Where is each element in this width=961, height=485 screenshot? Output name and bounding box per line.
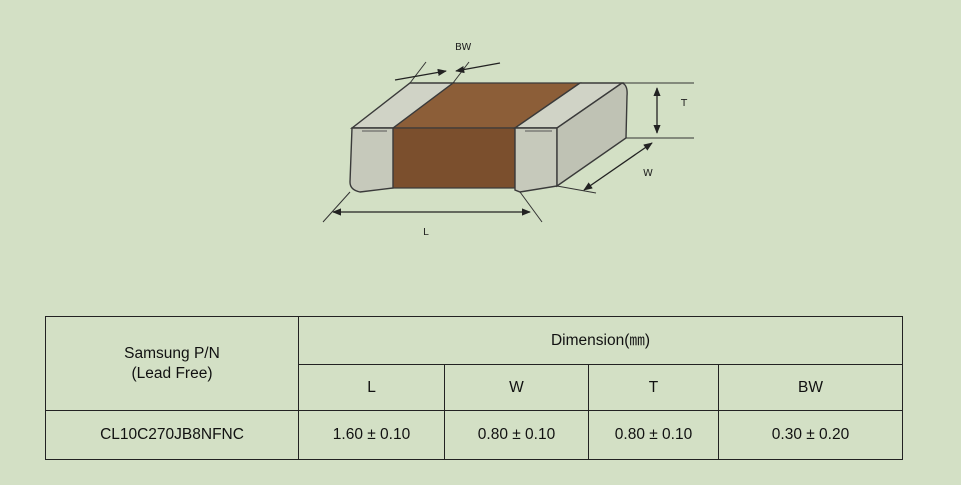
t-label: T [680, 98, 688, 109]
pn-header-line1: Samsung P/N [124, 344, 220, 362]
value-cell-bw: 0.30 ± 0.20 [718, 410, 903, 460]
t-dimension: T [622, 82, 694, 139]
pn-header-line2: (Lead Free) [131, 364, 213, 382]
bw-dimension: BW [394, 42, 501, 84]
table-header-row: Samsung P/N (Lead Free) Dimension(㎜) [45, 316, 903, 411]
bw-label: BW [455, 42, 472, 53]
part-number-cell: CL10C270JB8NFNC [45, 410, 299, 460]
l-label: L [423, 227, 429, 238]
column-header-bw: BW [718, 364, 903, 411]
table-row: CL10C270JB8NFNC 1.60 ± 0.10 0.80 ± 0.10 … [45, 410, 903, 460]
column-header-t: T [588, 364, 719, 411]
capacitor-body [387, 82, 582, 189]
value-cell-t: 0.80 ± 0.10 [588, 410, 719, 460]
dimension-header: Dimension(㎜) [298, 316, 903, 365]
w-dimension: W [556, 137, 666, 194]
column-header-l: L [298, 364, 445, 411]
left-terminal [349, 82, 456, 193]
column-header-w: W [444, 364, 589, 411]
dimension-table: Samsung P/N (Lead Free) Dimension(㎜) L W… [45, 316, 903, 460]
w-label: W [643, 168, 653, 179]
value-cell-l: 1.60 ± 0.10 [298, 410, 445, 460]
chip-capacitor-diagram: BW T W L [322, 42, 694, 238]
l-dimension: L [322, 191, 543, 238]
value-cell-w: 0.80 ± 0.10 [444, 410, 589, 460]
pn-header-cell: Samsung P/N (Lead Free) [45, 316, 299, 411]
